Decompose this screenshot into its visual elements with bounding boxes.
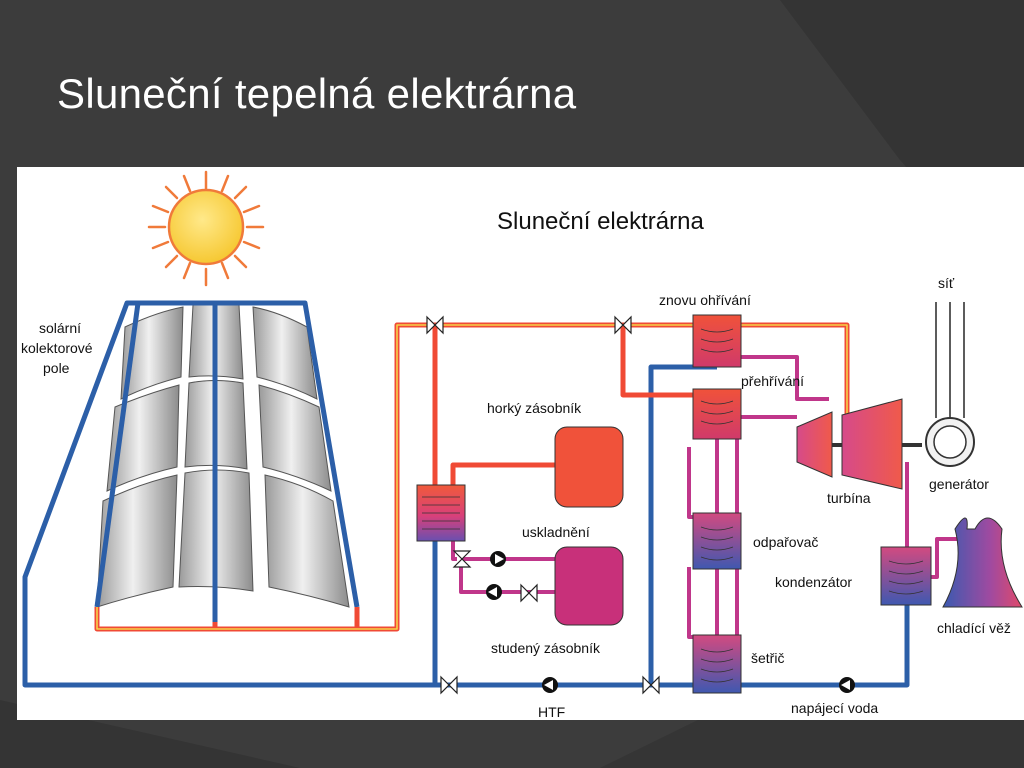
pump-icon [839, 677, 855, 693]
hot-storage-tank [554, 426, 624, 508]
label-generator: generátor [929, 476, 989, 492]
valve-icon [452, 550, 472, 568]
label-turbine: turbína [827, 490, 871, 506]
label-superheating: přehřívání [741, 373, 804, 389]
pump-icon [490, 551, 506, 567]
label-storage: uskladnění [522, 524, 590, 540]
label-hot-storage: horký zásobník [487, 400, 582, 416]
heat-exchanger-coil [422, 496, 460, 530]
valve-icon [426, 315, 444, 335]
condenser [880, 546, 932, 606]
label-cold-storage: studený zásobník [491, 640, 601, 656]
valve-icon [440, 675, 458, 695]
evaporator [692, 512, 742, 570]
cooling-tower [942, 517, 1023, 608]
valve-icon [520, 583, 538, 603]
label-grid: síť [938, 275, 955, 291]
diagram-title: Sluneční elektrárna [497, 208, 704, 235]
label-condenser: kondenzátor [775, 574, 852, 590]
pump-icon [542, 677, 558, 693]
slide-title: Sluneční tepelná elektrárna [57, 70, 577, 117]
label-economizer: šetřič [751, 650, 784, 666]
label-collector-field-1: solární [39, 320, 81, 336]
label-feed-water: napájecí voda [791, 700, 878, 716]
sun-icon [147, 170, 265, 287]
pump-icon [486, 584, 502, 600]
valve-icon [642, 675, 660, 695]
cold-htf-piping [22, 300, 910, 688]
valve-icon [614, 315, 632, 335]
economizer [692, 634, 742, 694]
pumps [486, 551, 855, 693]
reheater [692, 314, 742, 368]
label-collector-field-3: pole [43, 360, 70, 376]
diagram-figure: Sluneční elektrárna solární kolektorové … [17, 167, 1024, 720]
label-reheating: znovu ohřívání [659, 292, 751, 308]
generator-icon [925, 302, 975, 467]
label-collector-field-2: kolektorové [21, 340, 93, 356]
label-evaporator: odpařovač [753, 534, 818, 550]
diagram-svg: Sluneční elektrárna solární kolektorové … [21, 170, 1023, 720]
cold-storage-tank [554, 546, 624, 626]
valves [426, 315, 660, 695]
label-htf: HTF [538, 704, 565, 720]
label-cooling-tower: chladící věž [937, 620, 1011, 636]
turbine [796, 398, 922, 490]
